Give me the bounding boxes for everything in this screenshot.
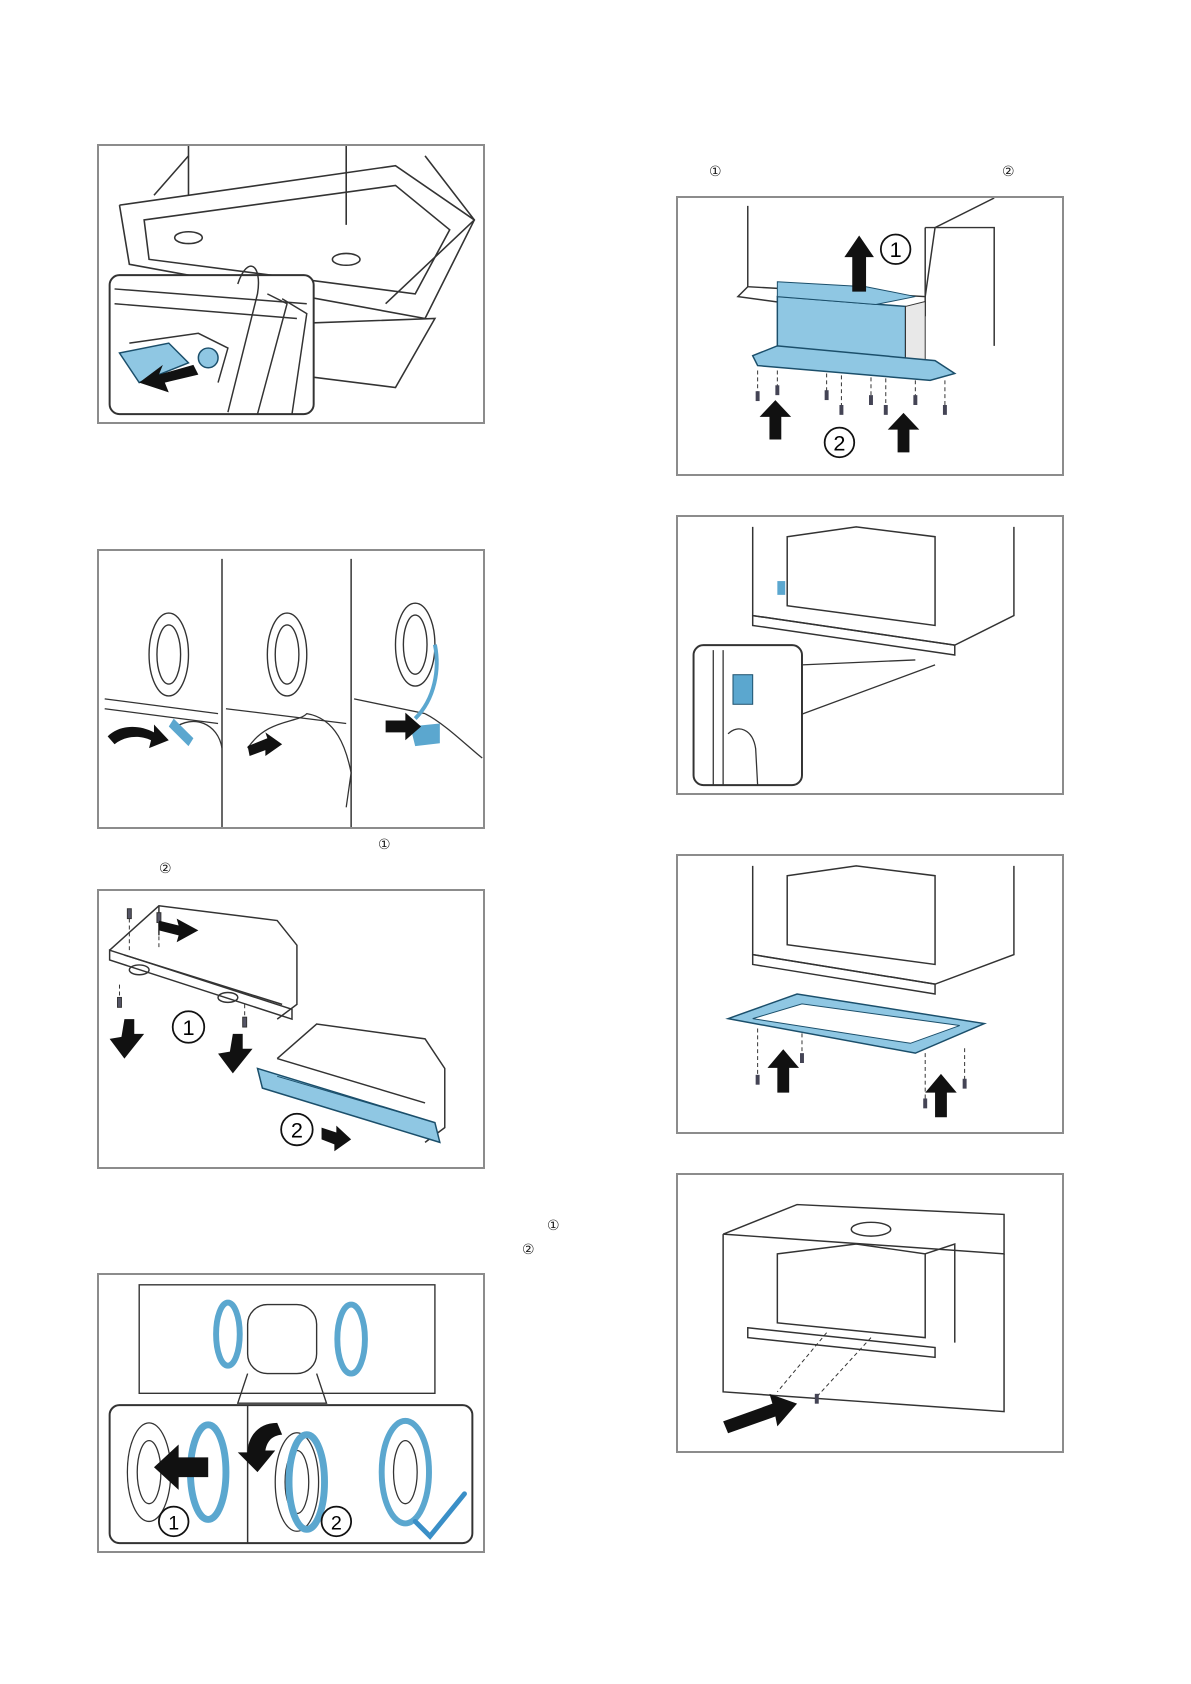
step-marker-1-mid: ①	[378, 838, 391, 852]
arrow-icon	[108, 724, 169, 748]
fan-icon	[149, 603, 435, 696]
arrow-icon	[248, 732, 283, 756]
label-push-up: 1	[890, 237, 902, 262]
screw-icon	[815, 1394, 819, 1404]
figure-unplug-connector	[97, 144, 485, 424]
label-ring-turn: 2	[331, 1512, 342, 1534]
figure-remove-front-frame: 1 2	[97, 889, 485, 1169]
arrow-icon	[888, 413, 920, 452]
label-screws-up: 2	[833, 430, 845, 455]
figure-fasten-front-screws	[676, 1173, 1064, 1453]
step-marker-2-top: ②	[1002, 165, 1015, 179]
arrow-icon	[925, 1074, 957, 1117]
arrow-icon	[767, 1049, 799, 1092]
label-ring-off: 1	[168, 1512, 179, 1534]
figure-replace-fan-ring: 1 2	[97, 1273, 485, 1553]
step-marker-1-top: ①	[709, 165, 722, 179]
arrow-icon	[110, 1019, 145, 1058]
label-frame-out: 2	[291, 1117, 303, 1142]
figure-attach-frame	[676, 854, 1064, 1134]
label-front-down: 1	[182, 1015, 194, 1040]
arrow-icon	[844, 235, 874, 291]
figure-disconnect-cable-steps	[97, 549, 485, 829]
step-marker-2-mid: ②	[159, 862, 172, 876]
figure-connect-cable-cabinet	[676, 515, 1064, 795]
hand-icon	[248, 714, 352, 808]
figure-insert-hood-cabinet: 1 2	[676, 196, 1064, 476]
arrow-icon	[159, 919, 198, 943]
arrow-icon	[322, 1126, 352, 1152]
step-marker-2-low: ②	[522, 1243, 535, 1257]
step-marker-1-low: ①	[547, 1219, 560, 1233]
arrow-icon	[218, 1034, 253, 1073]
arrow-icon	[760, 400, 792, 439]
arrow-icon	[723, 1394, 797, 1433]
